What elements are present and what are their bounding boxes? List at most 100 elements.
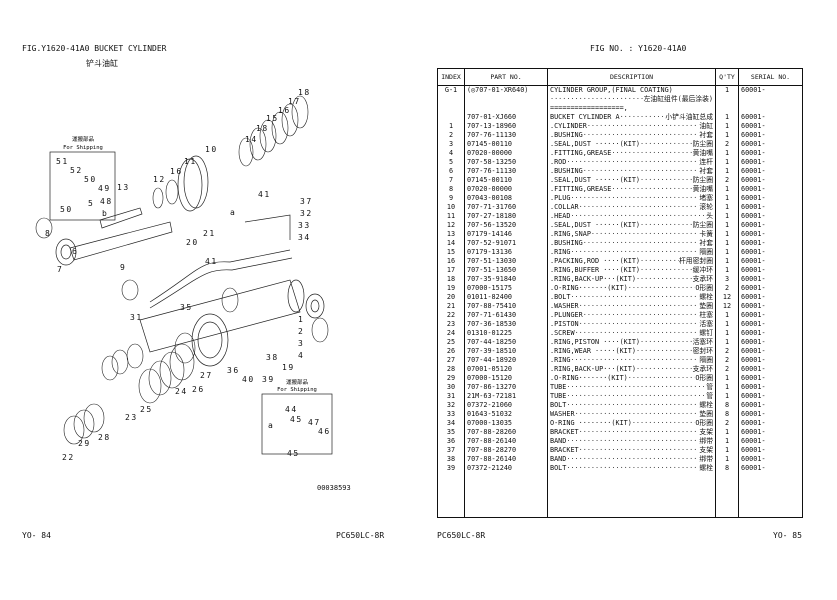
description: .SCREW螺钉 <box>547 329 716 338</box>
description-cn: 垫圈 <box>699 302 713 310</box>
description: .RING,PISTON ····(KIT)活塞环 <box>547 338 716 347</box>
part-number: 01643-51032 <box>464 410 548 419</box>
quantity: 1 <box>715 311 739 320</box>
part-number: 07000-15175 <box>464 284 548 293</box>
description-cn: 支架 <box>699 428 713 436</box>
description-en: BOLT <box>550 464 567 472</box>
serial-number: 60001- <box>738 158 803 167</box>
part-number: 07372-21060 <box>464 401 548 410</box>
description-en: .BUSHING <box>550 239 583 247</box>
ring-part <box>148 360 172 396</box>
description-cn: 卡簧 <box>699 230 713 238</box>
leader-dots <box>550 95 644 104</box>
serial-number: 60001- <box>738 149 803 158</box>
ring-part <box>281 103 299 137</box>
description-cn: 堵塞 <box>699 194 713 202</box>
description-cn: 防尘圈 <box>692 221 713 229</box>
part-number: 07020-00000 <box>464 149 548 158</box>
rod-eye-bore <box>60 244 72 260</box>
cylinder-eye-bore <box>310 299 320 313</box>
description: .WASHER垫圈 <box>547 302 716 311</box>
callout-7: 7 <box>57 265 63 274</box>
row-index: 28 <box>437 365 465 374</box>
ring-part <box>63 415 85 445</box>
callout-6: 6 <box>72 247 78 256</box>
quantity: 2 <box>715 284 739 293</box>
callout-21: 21 <box>203 229 216 238</box>
serial-number: 60001- <box>738 428 803 437</box>
callout-a: a <box>230 208 236 217</box>
row-index: 33 <box>437 410 465 419</box>
description-cn: 管 <box>706 383 713 391</box>
description: .ROD连杆 <box>547 158 716 167</box>
piston-inner <box>197 321 223 359</box>
leader-dots <box>566 464 699 473</box>
leader-dots <box>640 221 693 230</box>
part-number: 21M-63-72181 <box>464 392 548 401</box>
description: BRACKET支架 <box>547 428 716 437</box>
description-en: WASHER <box>550 410 575 418</box>
row-index: 7 <box>437 176 465 185</box>
description: .RING,BUFFER ····(KIT)缓冲环 <box>547 266 716 275</box>
quantity: 12 <box>715 293 739 302</box>
row-index: 3 <box>437 140 465 149</box>
cylinder-head-back <box>183 155 209 209</box>
ring-part <box>159 351 185 389</box>
part-number: 07372-21240 <box>464 464 548 473</box>
description: .PISTON活塞 <box>547 320 716 329</box>
description-en: .PISTON <box>550 320 579 328</box>
empty-cell <box>437 473 465 518</box>
serial-number <box>738 104 803 113</box>
empty-cell <box>715 473 739 518</box>
serial-number: 60001- <box>738 221 803 230</box>
row-index: 12 <box>437 221 465 230</box>
leader-dots <box>566 158 699 167</box>
row-index <box>437 95 465 104</box>
row-index: 30 <box>437 383 465 392</box>
description-cn: 垫圈 <box>699 410 713 418</box>
serial-number: 60001- <box>738 338 803 347</box>
row-index: 6 <box>437 167 465 176</box>
row-index: 14 <box>437 239 465 248</box>
serial-number: 60001- <box>738 383 803 392</box>
callout-45: 45 <box>287 449 300 458</box>
description-cn: 隔圈 <box>699 356 713 364</box>
piston-rod <box>69 221 173 261</box>
description-cn: 活塞环 <box>692 338 713 346</box>
quantity: 1 <box>715 437 739 446</box>
part-number: 01310-01225 <box>464 329 548 338</box>
description-en: .PLUG <box>550 194 571 202</box>
callout-50: 50 <box>84 175 97 184</box>
quantity: 1 <box>715 320 739 329</box>
serial-number: 60001- <box>738 275 803 284</box>
quantity: 1 <box>715 167 739 176</box>
quantity: 1 <box>715 113 739 122</box>
row-index: 29 <box>437 374 465 383</box>
description: .FITTING,GREASE黄油嘴 <box>547 185 716 194</box>
callout-45: 45 <box>290 415 303 424</box>
row-index: 2 <box>437 131 465 140</box>
quantity: 1 <box>715 85 739 95</box>
description: .CYLINDER油缸 <box>547 122 716 131</box>
leader-dots <box>570 194 699 203</box>
leader-dots <box>566 401 699 410</box>
shipping-box-1 <box>49 151 116 221</box>
callout-29: 29 <box>78 439 91 448</box>
description-en: CYLINDER GROUP,(FINAL COATING) <box>550 86 673 94</box>
quantity: 8 <box>715 410 739 419</box>
leader-dots <box>575 410 700 419</box>
quantity <box>715 104 739 113</box>
description-en: .O-RING·······(KIT) <box>550 374 628 382</box>
description: .RING隔圈 <box>547 356 716 365</box>
shipping-label-jp-1: 運搬部品 <box>72 135 95 143</box>
left-model: PC650LC-8R <box>336 531 385 540</box>
